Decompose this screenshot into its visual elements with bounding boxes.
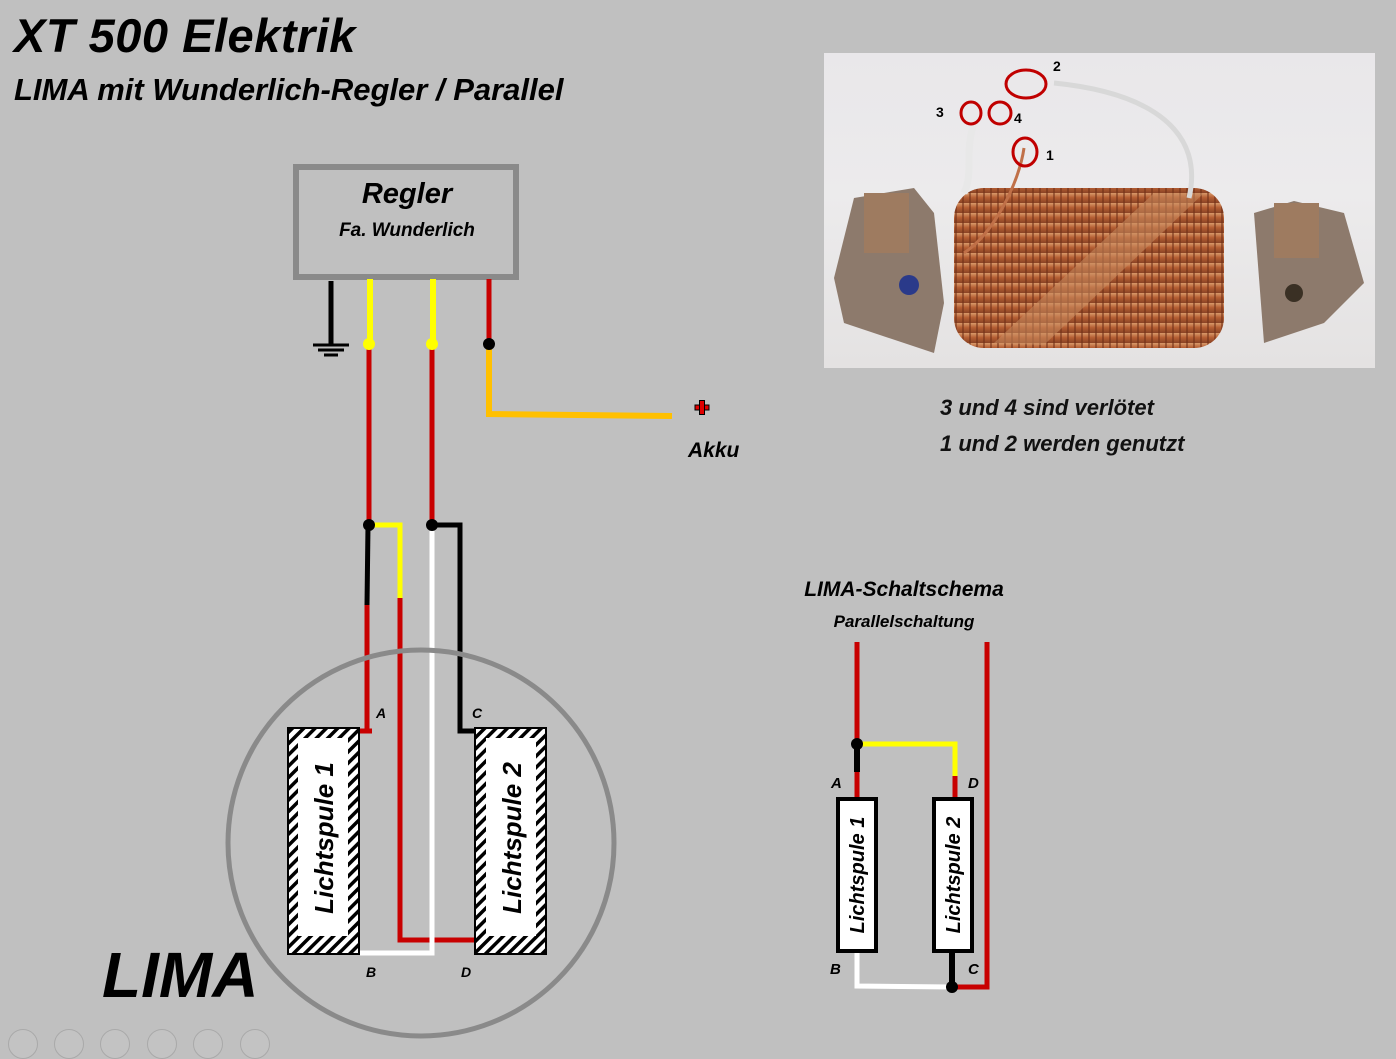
sch-terminal-a: A xyxy=(830,775,842,792)
slide-nav-button-2[interactable] xyxy=(54,1029,84,1059)
alternator-outline xyxy=(225,647,617,1039)
sch-wire-red-right xyxy=(952,642,990,990)
sch-coil-1-label: Lichtspule 1 xyxy=(847,817,869,934)
terminal-b: B xyxy=(366,964,376,980)
regulator-title: Regler xyxy=(362,178,454,210)
schematic-title: LIMA-Schaltschema xyxy=(804,578,1004,601)
core-left xyxy=(834,188,944,353)
junction-1 xyxy=(363,338,375,350)
sch-junction-top xyxy=(851,738,863,750)
lead-wire-2 xyxy=(1053,80,1195,199)
wire-yellow-d xyxy=(369,522,403,598)
sch-junction-bottom xyxy=(946,981,958,993)
sch-terminal-b: B xyxy=(830,961,841,978)
wire-red-d xyxy=(397,598,475,943)
sch-coil-2 xyxy=(932,797,974,953)
wire-battery xyxy=(486,344,673,419)
marker-circle-2 xyxy=(1004,68,1048,100)
mount-hole-right xyxy=(1285,284,1303,302)
battery-label: Akku xyxy=(687,439,740,462)
lead-wire-3-4 xyxy=(960,121,978,195)
core-left-face xyxy=(864,193,909,253)
wire-black-c xyxy=(432,522,475,734)
coil-photo-drawing: 2 3 4 1 xyxy=(834,58,1364,353)
mount-hole-left xyxy=(899,275,919,295)
coil-2-label: Lichtspule 2 xyxy=(497,762,527,914)
coil-1-label: Lichtspule 1 xyxy=(309,762,339,914)
sch-coil-1 xyxy=(836,797,878,953)
sch-terminal-c: C xyxy=(968,961,980,978)
coil-winding-tape xyxy=(994,193,1204,345)
alternator-label: LIMA xyxy=(102,939,259,1011)
regulator-box xyxy=(293,164,519,280)
photo-note-1: 3 und 4 sind verlötet xyxy=(940,395,1154,420)
marker-label-3: 3 xyxy=(936,104,944,120)
coil-2-label-bg xyxy=(486,738,536,936)
coil-1-label-bg xyxy=(298,738,348,936)
lead-wire-1 xyxy=(963,147,1026,255)
sch-terminal-d: D xyxy=(968,775,979,792)
marker-circle-1 xyxy=(1011,136,1039,168)
terminal-d: D xyxy=(461,964,471,980)
slide-nav-button-4[interactable] xyxy=(147,1029,177,1059)
schematic-subtitle: Parallelschaltung xyxy=(834,612,975,631)
coil-photo: 2 3 4 1 xyxy=(824,53,1375,368)
terminal-a: A xyxy=(375,705,386,721)
junction-2 xyxy=(426,338,438,350)
slide-nav-button-3[interactable] xyxy=(100,1029,130,1059)
terminal-c: C xyxy=(472,705,483,721)
slide-nav-button-1[interactable] xyxy=(8,1029,38,1059)
sch-wire-white-b xyxy=(854,950,953,990)
junction-5 xyxy=(426,519,438,531)
wire-black-a xyxy=(364,524,371,606)
wire-white-b xyxy=(360,530,435,956)
marker-label-1: 1 xyxy=(1046,147,1054,163)
battery-plus-icon xyxy=(694,400,710,415)
marker-circle-4 xyxy=(987,100,1013,126)
core-right-face xyxy=(1274,203,1319,258)
photo-note-2: 1 und 2 werden genutzt xyxy=(940,431,1185,456)
slide-nav-button-5[interactable] xyxy=(193,1029,223,1059)
marker-circle-3 xyxy=(959,100,983,126)
sch-coil-2-label: Lichtspule 2 xyxy=(943,817,965,934)
page-subtitle: LIMA mit Wunderlich-Regler / Parallel xyxy=(14,72,564,107)
junction-4 xyxy=(363,519,375,531)
slide-nav-button-6[interactable] xyxy=(240,1029,270,1059)
ground-icon xyxy=(313,343,349,357)
sch-wire-yellow xyxy=(857,741,958,776)
regulator-maker: Fa. Wunderlich xyxy=(339,220,475,241)
page-title: XT 500 Elektrik xyxy=(14,9,356,62)
marker-label-4: 4 xyxy=(1014,110,1022,126)
junction-3 xyxy=(483,338,495,350)
marker-label-2: 2 xyxy=(1053,58,1061,74)
